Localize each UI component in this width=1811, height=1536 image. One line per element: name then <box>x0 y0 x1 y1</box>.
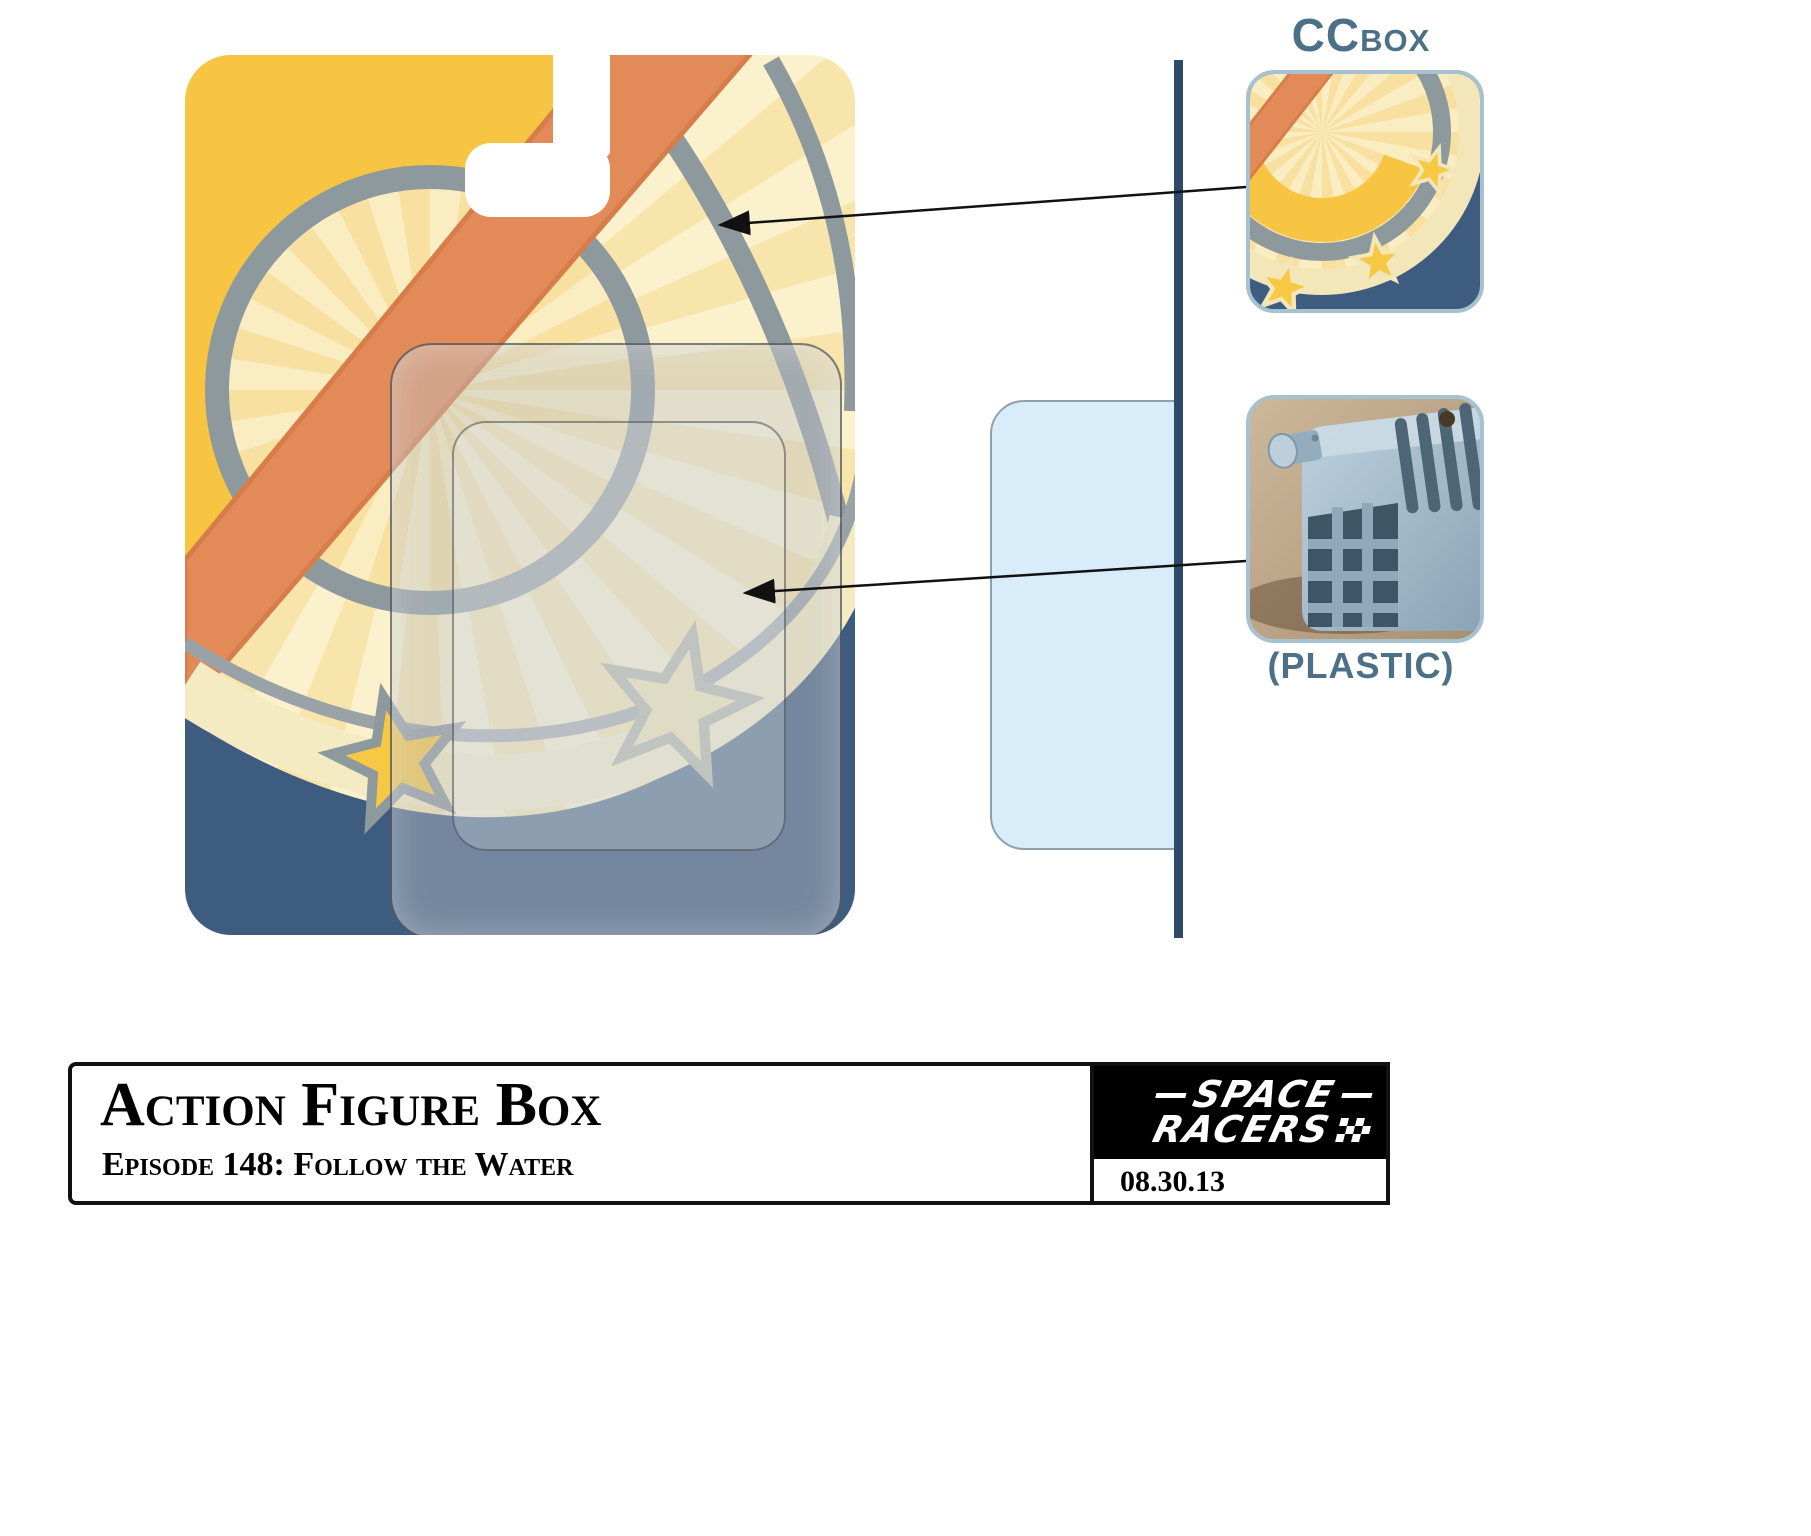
ccbox-label-box: BOX <box>1360 23 1431 58</box>
cylinder-nub <box>1267 430 1323 469</box>
star-right <box>600 620 766 789</box>
plastic-thumb-art <box>1250 399 1480 639</box>
orange-stripe <box>185 55 753 714</box>
date-label: 08.30.13 <box>1120 1165 1225 1198</box>
ccbox-thumbnail <box>1246 70 1484 313</box>
brand-line2: RACERS <box>1149 1107 1376 1151</box>
ccbox-thumb-art <box>1250 74 1480 309</box>
sheet-episode: Episode 148: Follow the Water <box>102 1146 574 1183</box>
thumb-orange-stripe <box>1250 74 1334 181</box>
divider-line <box>1174 60 1183 938</box>
ccbox-label-cc: CC <box>1291 9 1361 61</box>
front-grille <box>1308 503 1398 627</box>
tab-hole <box>1439 411 1455 427</box>
plastic-top-face <box>1302 407 1480 457</box>
logo-stripe-icon <box>1341 1092 1373 1098</box>
logo-stripe-icon <box>1155 1092 1187 1098</box>
plastic-thumbnail <box>1246 395 1484 643</box>
thumb-pale-ring <box>1250 74 1480 295</box>
brand-line2-text: RACERS <box>1149 1107 1336 1151</box>
thumb-gold-crescent <box>1250 153 1426 242</box>
plastic-label: (PLASTIC) <box>1267 645 1455 686</box>
figure-box-card <box>185 55 855 935</box>
sheet-title: Action Figure Box <box>100 1071 602 1139</box>
thumb-stars <box>1255 143 1461 309</box>
navy-swoosh <box>185 564 855 935</box>
vent-slats <box>1394 402 1480 514</box>
card-overlay-art <box>185 55 855 935</box>
badge-arc-outer <box>763 56 855 412</box>
hang-tab-cutout <box>465 55 610 217</box>
checkered-flag-icon <box>1335 1117 1375 1142</box>
logo-box: SPACE RACERS 08.30.13 <box>1090 1062 1390 1205</box>
ccbox-label: CCBOX <box>1246 8 1476 62</box>
blister-side-view-panel <box>990 400 1182 850</box>
brand-logo: SPACE RACERS <box>1094 1066 1386 1159</box>
star-left <box>317 682 467 835</box>
thumb-gray-ring <box>1250 74 1451 261</box>
blister-inner-bubble <box>452 421 786 851</box>
